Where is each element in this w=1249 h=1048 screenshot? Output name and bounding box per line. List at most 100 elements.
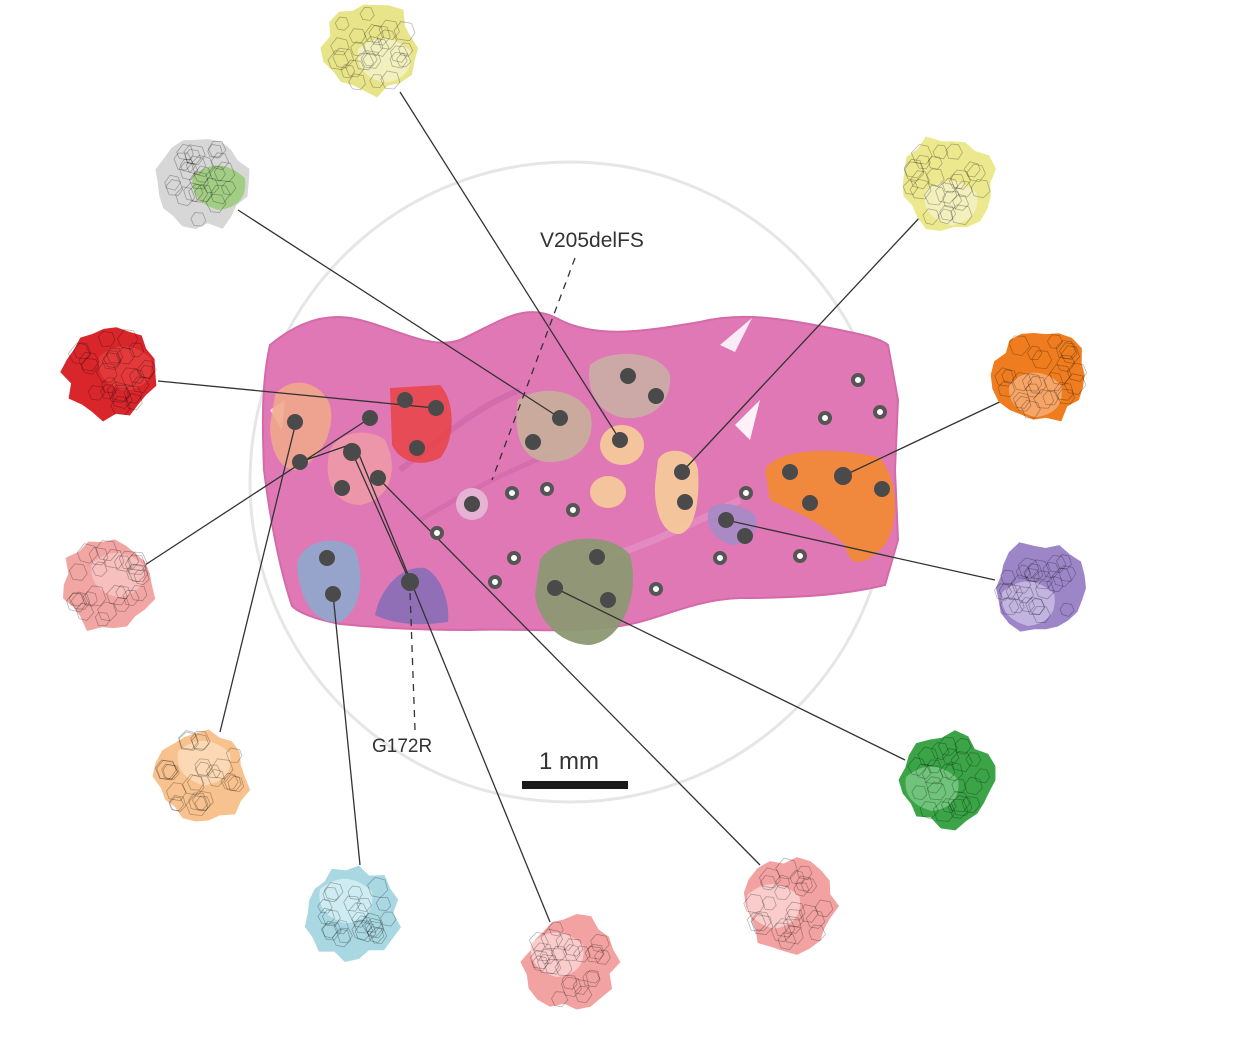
clone-cell [162,764,180,780]
clone-cell [82,591,98,607]
clone-cell [87,385,105,401]
clone-cell [937,208,954,225]
clone-cell [178,731,199,751]
clone-cell [124,554,147,575]
clone-cell [1015,586,1034,604]
clone-cell [759,874,777,891]
clone-cell [965,752,982,767]
clone-cell [750,911,772,932]
clone-cell [359,6,375,21]
clone-cell [188,171,209,190]
clone-cell [800,878,818,894]
clone-cell [179,158,195,173]
clone-cell [998,582,1018,600]
tissue-tear [720,318,752,352]
clone-cell [1046,334,1063,349]
sample-dot [334,480,350,496]
clone-cell [997,380,1016,398]
clone-cell [1063,373,1087,396]
clone-cell [209,165,226,182]
clone-cell [91,561,108,577]
clone-cell [939,764,956,779]
clone-cell [584,945,604,963]
clone-cell [1066,362,1088,382]
clone-cell [948,173,966,189]
clone-cell [126,563,146,583]
clone-cell [188,792,209,812]
sample-dot [782,464,798,480]
sample-dot [547,580,563,596]
clone-cell [88,546,109,566]
clone-cell [594,949,611,965]
clone-cell [183,182,204,202]
clone-cell [368,24,391,46]
ringed-sample-dot [873,405,887,419]
clone-cell [190,730,211,750]
leader-line [157,380,436,409]
tissue-tear [735,400,760,440]
clone-cell [194,761,212,777]
clone-cell [124,393,143,411]
clone-cell [530,950,551,970]
clone-cell [165,179,184,196]
clone-cell [127,551,148,571]
clone-blob-peach [152,729,251,822]
clone-cell [784,908,805,928]
clone-cell [1014,395,1032,412]
clone-cell [551,991,569,1008]
leader-line [332,593,361,866]
clone-cell [1008,335,1031,357]
clone-cell [220,772,239,790]
clone-cell [795,875,813,892]
clone-cell [942,190,963,209]
clone-cell [206,768,226,787]
leader-line [237,209,561,419]
clone-cell [751,914,774,936]
sample-dot [874,481,890,497]
clone-cell [191,733,210,752]
clone-cell [185,155,207,176]
clone-cell [367,926,385,943]
clone-cell [207,141,227,158]
clone-cell [533,942,554,962]
clone-cell [945,143,963,160]
clone-cell [574,985,593,1004]
clone-cell [902,180,919,195]
clone-blob-green [898,730,996,831]
clone-cell [360,912,382,933]
clone-cell [1028,559,1050,581]
clone-blob-red [60,327,157,422]
sample-dot [589,549,605,565]
clone-cell [224,774,242,792]
clone-subclone-patch [357,38,411,83]
clone-cell [947,791,970,813]
clone-blob-grey-green [155,139,250,229]
clone-cell [192,790,214,812]
clone-cell [70,591,91,610]
clone-cell [103,548,125,569]
clone-cell [930,742,950,761]
clone-cell [1035,580,1055,600]
clone-cell [75,602,95,621]
sample-dot [718,512,734,528]
clone-cell [1056,354,1076,373]
clone-cell [917,746,939,767]
clone-cell [950,169,972,190]
clone-cell [110,396,131,415]
clone-cell [947,798,969,819]
clone-cell [225,747,243,763]
clone-cell [932,801,955,822]
clone-cell [1046,575,1064,593]
clone-cell [777,932,797,951]
sample-dot [525,434,541,450]
clone-cell [950,751,973,773]
ringed-sample-dot [566,503,580,517]
clone-cell [966,163,986,183]
clone-cell [116,346,135,365]
leader-line [219,421,297,733]
clone-cell [184,148,202,165]
clone-cell [903,161,925,182]
clone-cell [106,381,129,403]
clone-subclone-patch [177,740,231,786]
clone-cell [783,925,804,945]
